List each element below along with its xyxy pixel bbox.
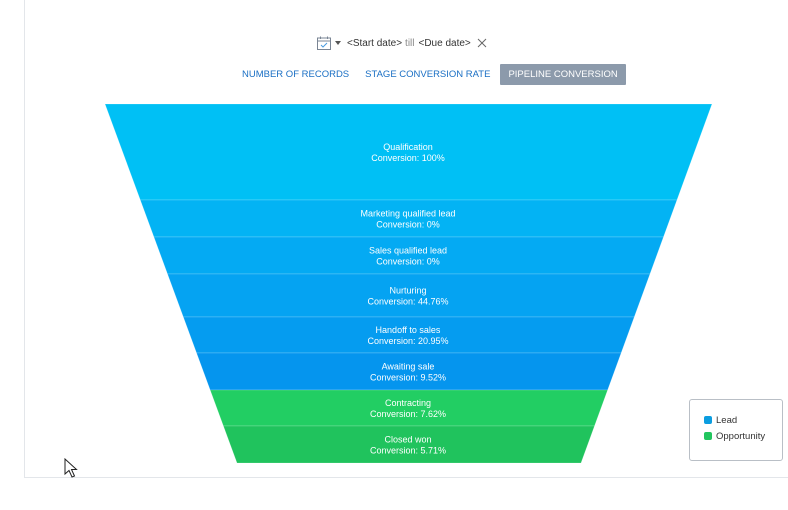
mouse-cursor-icon	[64, 458, 78, 478]
funnel-stage-awaiting-sale[interactable]	[196, 352, 622, 391]
legend-item-lead: Lead	[704, 412, 782, 428]
funnel-stage-conversion: Conversion: 100%	[371, 153, 445, 163]
tab-number-of-records[interactable]: NUMBER OF RECORDS	[242, 69, 350, 80]
date-filter[interactable]: <Start date> till <Due date>	[316, 34, 487, 52]
legend-label: Lead	[716, 414, 738, 426]
funnel-stage-conversion: Conversion: 7.62%	[370, 409, 446, 419]
funnel-stage-sales-qualified-lead[interactable]	[153, 236, 664, 275]
legend-item-opportunity: Opportunity	[704, 428, 782, 444]
chevron-down-icon[interactable]	[335, 41, 341, 45]
chart-legend: Lead Opportunity	[689, 399, 783, 461]
legend-swatch-lead	[704, 416, 712, 424]
funnel-stage-handoff-to-sales[interactable]	[182, 316, 635, 354]
funnel-stage-conversion: Conversion: 5.71%	[370, 446, 446, 456]
funnel-stage-nurturing[interactable]	[167, 273, 651, 318]
chart-panel	[24, 0, 788, 478]
close-icon[interactable]	[477, 38, 487, 48]
legend-label: Opportunity	[716, 430, 766, 442]
funnel-stage-qualification[interactable]	[104, 103, 713, 201]
date-separator: till	[405, 37, 415, 49]
funnel-stage-name: Nurturing	[389, 286, 426, 296]
funnel-stage-conversion: Conversion: 0%	[376, 257, 440, 267]
tab-pipeline-conversion[interactable]: PIPELINE CONVERSION	[500, 64, 626, 85]
funnel-stage-closed-won[interactable]	[222, 425, 595, 464]
view-tabs: NUMBER OF RECORDS STAGE CONVERSION RATE …	[236, 64, 630, 85]
funnel-stage-name: Qualification	[383, 142, 433, 152]
legend-swatch-opportunity	[704, 432, 712, 440]
calendar-icon[interactable]	[316, 35, 332, 51]
funnel-stage-name: Awaiting sale	[382, 362, 435, 372]
funnel-stage-name: Closed won	[384, 435, 431, 445]
funnel-stage-name: Handoff to sales	[376, 325, 441, 335]
funnel-stage-name: Contracting	[385, 398, 431, 408]
funnel-stage-contracting[interactable]	[209, 389, 609, 427]
funnel-stage-conversion: Conversion: 9.52%	[370, 373, 446, 383]
funnel-stage-marketing-qualified-lead[interactable]	[139, 199, 678, 238]
funnel-stage-name: Sales qualified lead	[369, 246, 447, 256]
start-date-link[interactable]: <Start date>	[347, 37, 403, 49]
due-date-link[interactable]: <Due date>	[418, 37, 471, 49]
funnel-stage-conversion: Conversion: 0%	[376, 220, 440, 230]
funnel-stage-name: Marketing qualified lead	[360, 209, 455, 219]
tab-stage-conversion-rate[interactable]: STAGE CONVERSION RATE	[365, 69, 491, 80]
funnel-stage-conversion: Conversion: 44.76%	[367, 297, 448, 307]
funnel-stage-conversion: Conversion: 20.95%	[367, 336, 448, 346]
